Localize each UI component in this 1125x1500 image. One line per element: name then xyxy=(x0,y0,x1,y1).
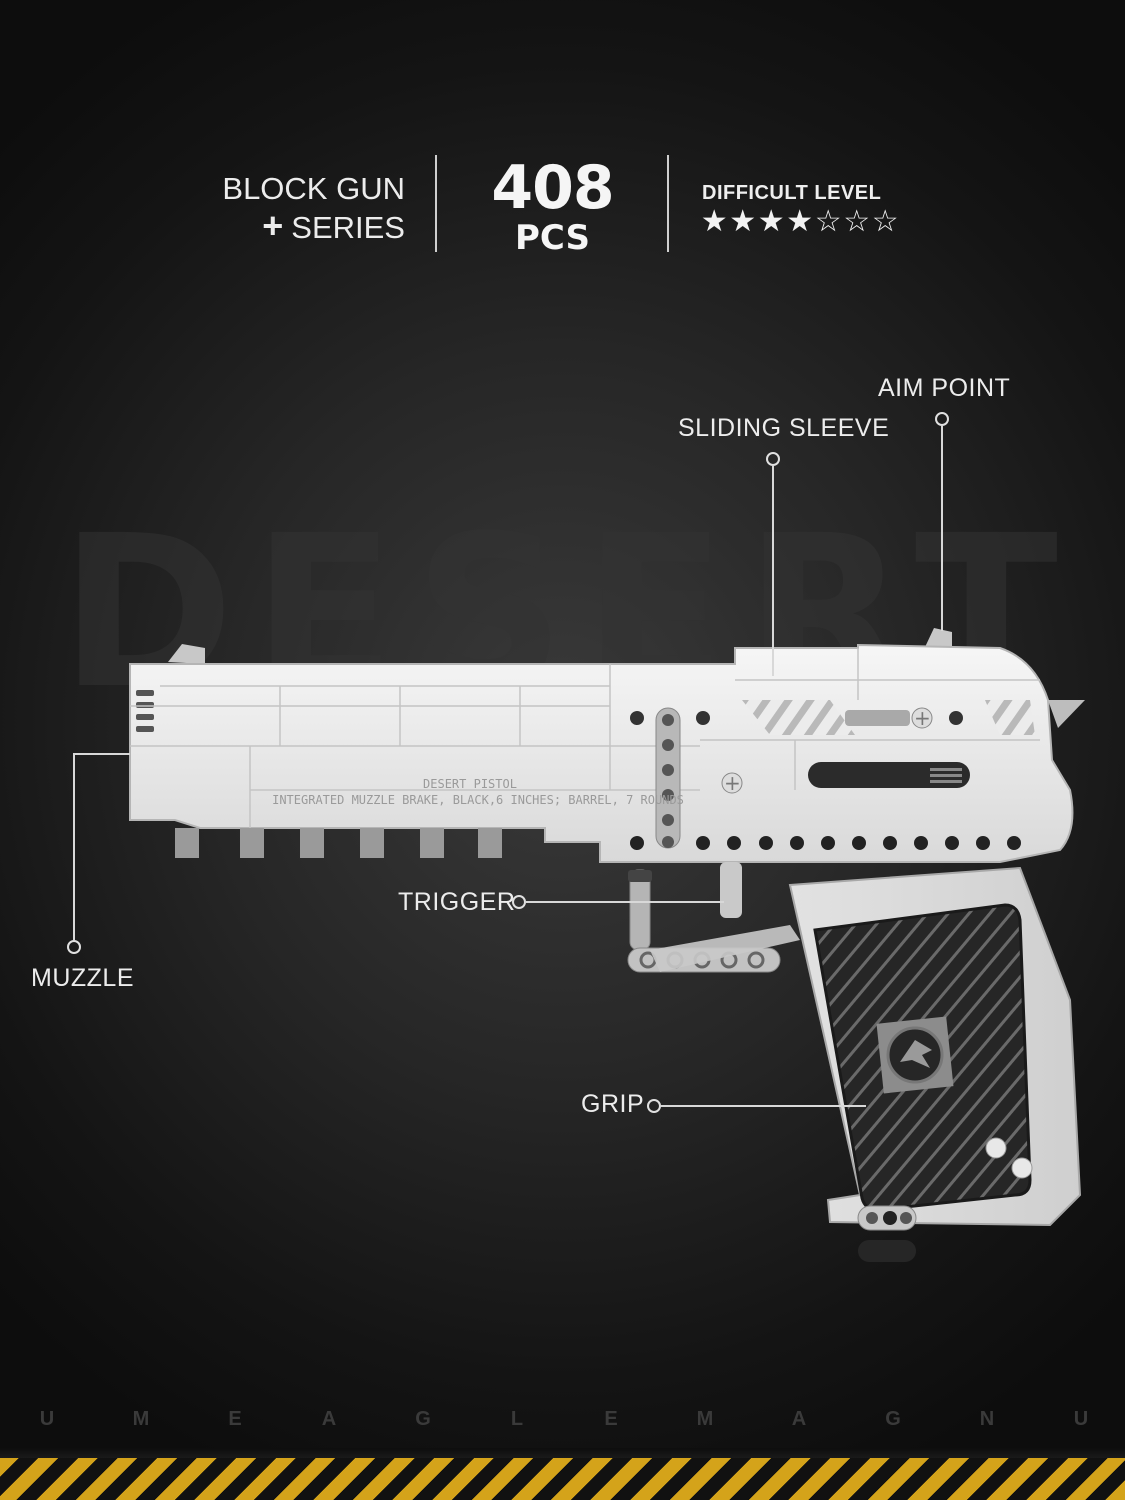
star-filled-icon: ★ xyxy=(700,205,728,238)
front-sight xyxy=(168,644,205,664)
footer-letter: U xyxy=(39,1408,55,1430)
svg-text:+: + xyxy=(724,771,741,795)
callout-muzzle: MUZZLE xyxy=(31,964,134,992)
footer-letter: A xyxy=(321,1408,337,1430)
footer-letter: N xyxy=(979,1408,995,1430)
header-divider-left xyxy=(435,155,437,252)
callout-muzzle-ring xyxy=(67,940,81,954)
callout-sliding-sleeve: SLIDING SLEEVE xyxy=(678,414,890,442)
star-filled-icon: ★ xyxy=(757,205,785,238)
callout-grip-ring xyxy=(647,1099,661,1113)
footer-letter: M xyxy=(132,1408,150,1430)
star-empty-icon: ☆ xyxy=(871,205,899,238)
hammer xyxy=(1048,700,1085,728)
footer-letter: M xyxy=(696,1408,714,1430)
footer-letter: A xyxy=(791,1408,807,1430)
pieces-count: 408 xyxy=(491,153,614,223)
callout-sliding-sleeve-line xyxy=(772,466,774,676)
frame-holes xyxy=(630,836,1021,850)
callout-sliding-sleeve-ring xyxy=(766,452,780,466)
callout-trigger-line xyxy=(526,901,724,903)
svg-text:+: + xyxy=(914,706,931,730)
callout-trigger-ring xyxy=(512,895,526,909)
pieces-unit: PCS xyxy=(515,218,590,258)
callout-trigger: TRIGGER xyxy=(398,888,516,916)
star-empty-icon: ☆ xyxy=(843,205,871,238)
footer-letter: E xyxy=(228,1408,242,1430)
footer-letter: G xyxy=(415,1408,431,1430)
hazard-stripe xyxy=(0,1458,1125,1500)
ejection-port xyxy=(808,762,970,788)
callout-muzzle-line-h xyxy=(73,753,130,755)
footer-letter: E xyxy=(604,1408,618,1430)
slide-stripes xyxy=(742,700,855,735)
star-filled-icon: ★ xyxy=(729,205,757,238)
callout-muzzle-line-v xyxy=(73,753,75,940)
series-title: BLOCK GUN +SERIES xyxy=(222,170,405,246)
gun-slide xyxy=(129,643,1074,863)
callout-aim-point-line xyxy=(941,426,943,631)
hazard-shadow xyxy=(0,1448,1125,1458)
pieces-count-block: 408 PCS xyxy=(470,155,635,255)
difficulty-label: DIFFICULT LEVEL xyxy=(702,182,882,204)
star-filled-icon: ★ xyxy=(786,205,814,238)
callout-aim-point: AIM POINT xyxy=(878,374,1011,402)
series-line2: SERIES xyxy=(291,210,405,245)
difficulty-stars: ★★★★☆☆☆ xyxy=(700,204,900,239)
header-divider-right xyxy=(667,155,669,252)
footer-letter: U xyxy=(1073,1408,1089,1430)
gun-print-line1: DESERT PISTOL xyxy=(423,777,517,791)
gun-print-line2: INTEGRATED MUZZLE BRAKE, BLACK,6 INCHES;… xyxy=(272,793,684,807)
star-empty-icon: ☆ xyxy=(814,205,842,238)
callout-grip: GRIP xyxy=(581,1090,645,1118)
footer-letter: L xyxy=(510,1408,524,1430)
series-line1: BLOCK GUN xyxy=(222,171,405,206)
footer-watermark-text: UMEAGLEMAGNUME xyxy=(0,1408,1125,1431)
plus-icon: + xyxy=(262,205,284,246)
technic-beam xyxy=(655,707,681,849)
footer-letter: G xyxy=(885,1408,901,1430)
callout-grip-line xyxy=(661,1105,866,1107)
callout-aim-point-ring xyxy=(935,412,949,426)
